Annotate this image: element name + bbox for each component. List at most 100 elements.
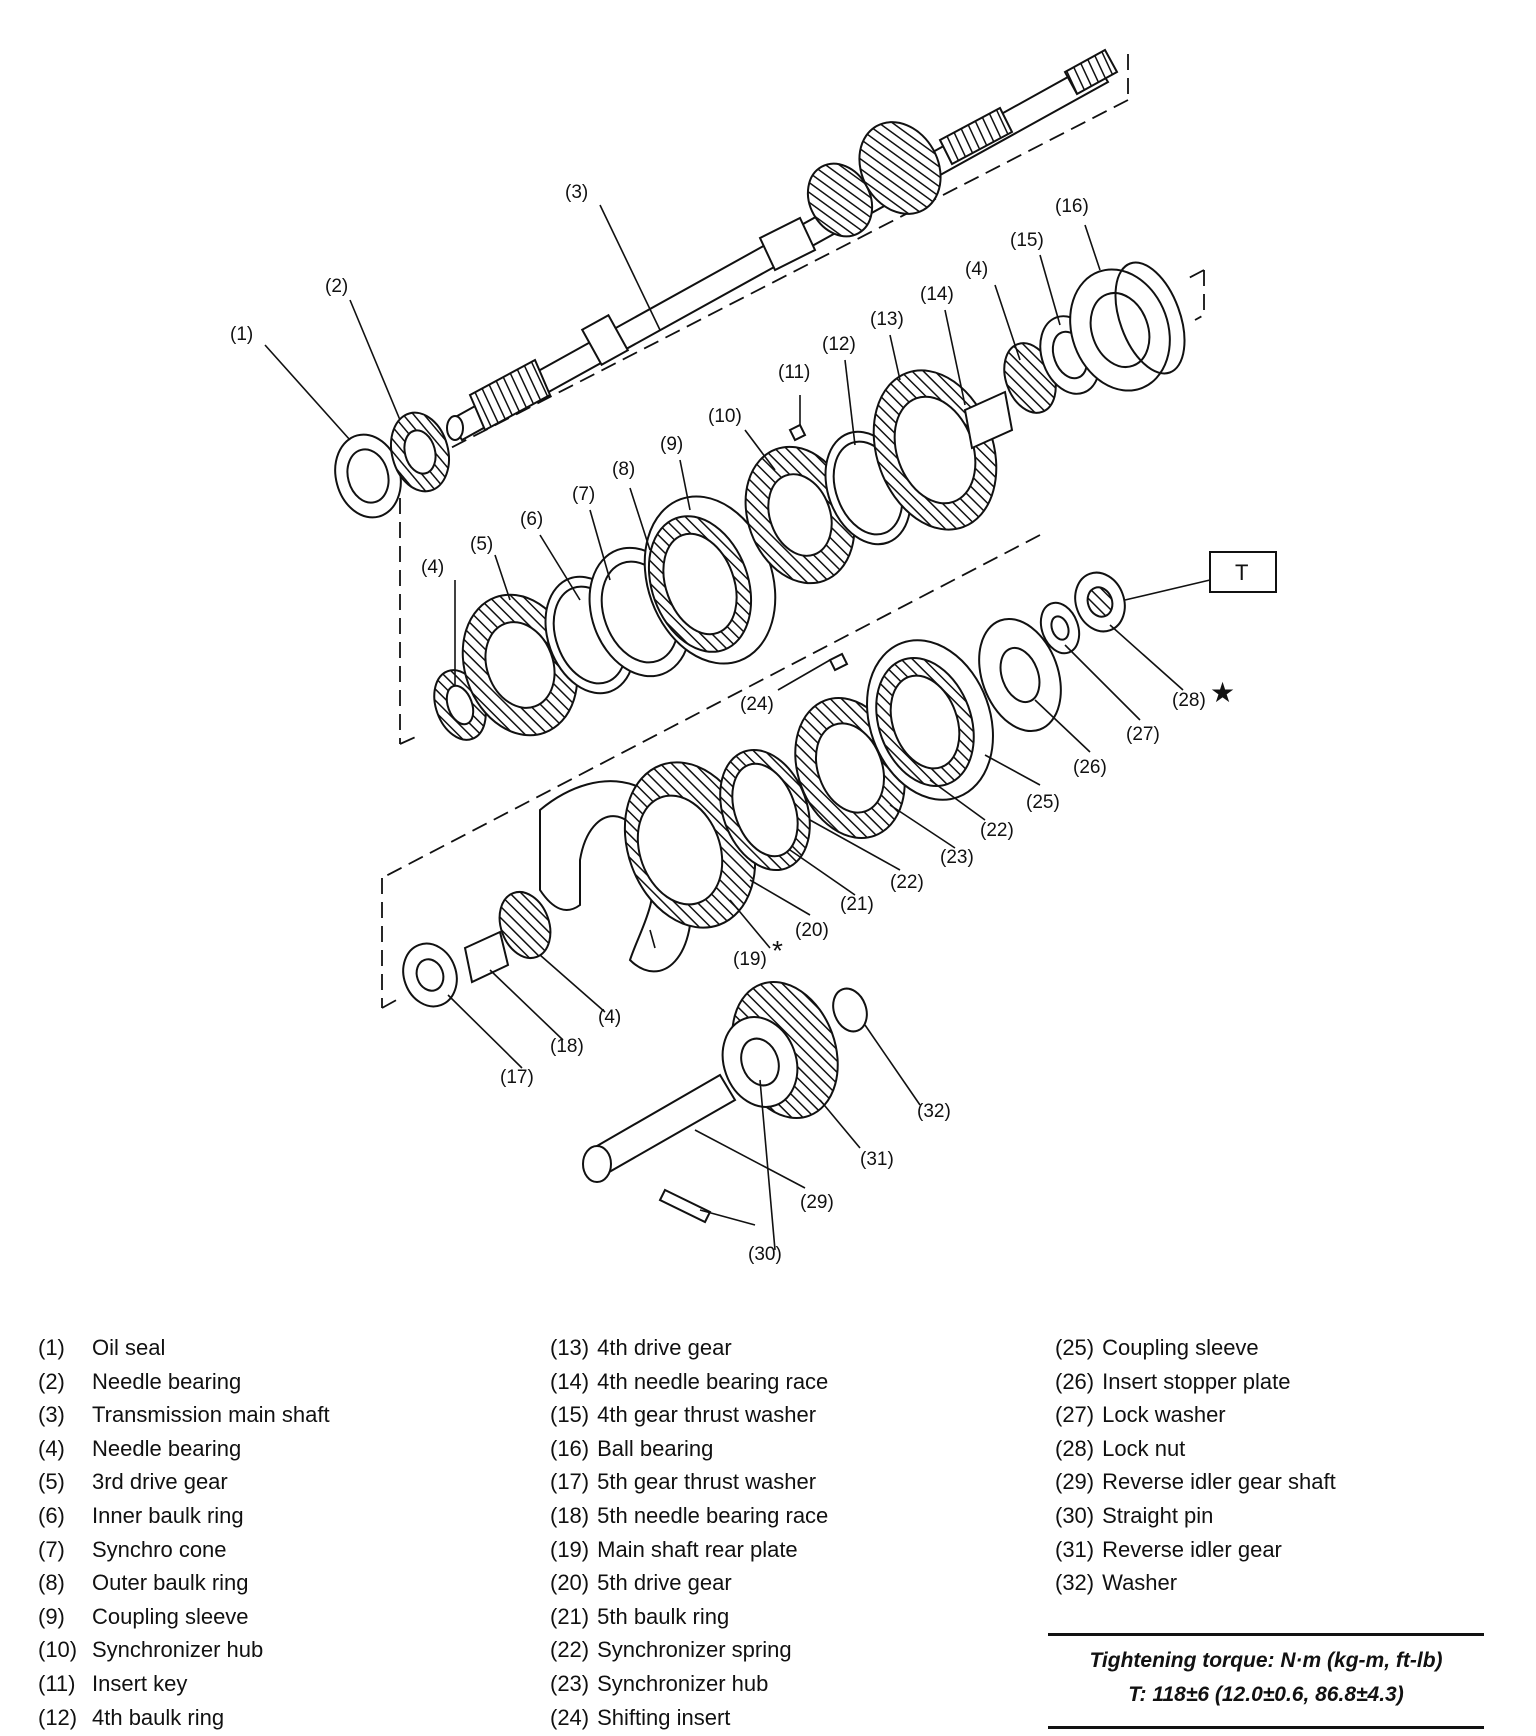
fourth-needle-bearing-race xyxy=(963,390,1014,450)
legend-item: (17)5th gear thrust washer xyxy=(550,1465,828,1499)
legend-item-name: Oil seal xyxy=(92,1335,166,1360)
legend-column-2: (13) 4th drive gear (14)4th needle bearing… xyxy=(550,1331,828,1734)
legend-item-name: Lock nut xyxy=(1102,1435,1186,1461)
callout-13: (13) xyxy=(870,309,904,330)
legend-item: (10) Synchronizer hub xyxy=(38,1633,330,1667)
callout-24: (24) xyxy=(740,694,774,715)
legend-item-name: 4th drive gear xyxy=(597,1335,732,1360)
legend-item: (7)Synchro cone xyxy=(38,1533,330,1567)
star-mark: ★ xyxy=(1210,677,1235,708)
exploded-view-diagram: (1) (2) (3) (4) (5) (6) (7) (8) (9) (10)… xyxy=(230,48,1277,1265)
legend-column-1: (1)Oil seal(2)Needle bearing(3)Transmiss… xyxy=(38,1331,330,1734)
callout-4b: (4) xyxy=(965,259,988,280)
legend-item: (18)5th needle bearing race xyxy=(550,1499,828,1533)
legend-item-number: (6) xyxy=(38,1502,65,1528)
legend-item: (1)Oil seal xyxy=(38,1331,330,1365)
legend-item: (11)Insert key xyxy=(38,1667,330,1701)
callout-20: (20) xyxy=(795,920,829,941)
legend-item-name: Main shaft rear plate xyxy=(597,1536,798,1562)
torque-marker-box xyxy=(1209,551,1277,593)
torque-value: T: 118±6 (12.0±0.6, 86.8±4.3) xyxy=(1128,1683,1404,1706)
lock-washer xyxy=(1039,601,1081,655)
callout-10: (10) xyxy=(708,406,742,427)
main-shaft xyxy=(446,48,1119,442)
legend-item-number: (32) xyxy=(1055,1570,1095,1596)
legend-item-name: 5th baulk ring xyxy=(597,1603,730,1629)
callout-32: (32) xyxy=(917,1101,951,1122)
legend-item: (3)Transmission main shaft xyxy=(38,1398,330,1432)
legend-item-number: (10) xyxy=(38,1637,78,1663)
legend-item: (27)Lock washer xyxy=(1055,1398,1336,1432)
legend-item-number: (5) xyxy=(38,1469,65,1495)
legend-item: (12)4th baulk ring xyxy=(38,1701,330,1735)
callout-labels: (1) (2) (3) (4) (5) (6) (7) (8) (9) (10)… xyxy=(230,182,1248,1265)
legend-item-number: (13) xyxy=(550,1335,590,1360)
legend-item: (19)Main shaft rear plate xyxy=(550,1533,828,1567)
callout-12: (12) xyxy=(822,334,856,355)
reverse-idler-gear-shaft xyxy=(582,1073,737,1183)
legend-item-name: Reverse idler gear xyxy=(1102,1536,1282,1562)
legend-item-number: (26) xyxy=(1055,1368,1095,1394)
torque-top-rule xyxy=(1048,1633,1484,1636)
callout-9: (9) xyxy=(660,434,683,455)
lock-nut xyxy=(1074,571,1126,633)
callout-30: (30) xyxy=(748,1244,782,1265)
legend-column-3: (25)Coupling sleeve(26)Insert stopper pl… xyxy=(1055,1331,1336,1600)
legend-item-number: (21) xyxy=(550,1603,590,1629)
legend-item: (30)Straight pin xyxy=(1055,1499,1336,1533)
legend-item: (20)5th drive gear xyxy=(550,1566,828,1600)
asterisk-mark: * xyxy=(772,935,783,966)
callout-28: (28) xyxy=(1172,690,1206,711)
legend-item-name: 5th needle bearing race xyxy=(597,1502,829,1528)
callout-4c: (4) xyxy=(598,1007,621,1028)
legend-item: (21) 5th baulk ring xyxy=(550,1600,828,1634)
legend-item-number: (15) xyxy=(550,1402,590,1428)
callout-6: (6) xyxy=(520,509,543,530)
legend-item-number: (4) xyxy=(38,1435,65,1461)
legend-item-name: Reverse idler gear shaft xyxy=(1102,1469,1336,1495)
callout-26: (26) xyxy=(1073,757,1107,778)
legend-item-name: Straight pin xyxy=(1102,1502,1214,1528)
needle-bearing-4c xyxy=(498,891,552,959)
assembly-frame-upper xyxy=(399,54,1205,745)
legend-item: (28)Lock nut xyxy=(1055,1432,1336,1466)
legend-item-number: (23) xyxy=(550,1670,590,1696)
torque-bottom-rule xyxy=(1048,1726,1484,1729)
torque-heading: Tightening torque: N·m (kg-m, ft-lb) xyxy=(1089,1649,1443,1672)
legend-item-name: Outer baulk ring xyxy=(92,1570,249,1596)
legend-item-number: (22) xyxy=(550,1637,590,1663)
legend-item-name: 5th gear thrust washer xyxy=(597,1469,817,1495)
legend-item: (5)3rd drive gear xyxy=(38,1465,330,1499)
legend-item: (29)Reverse idler gear shaft xyxy=(1055,1465,1336,1499)
legend-item-name: Inner baulk ring xyxy=(92,1502,244,1528)
legend-item: (32)Washer xyxy=(1055,1566,1336,1600)
needle-bearing-2 xyxy=(390,411,450,493)
callout-18: (18) xyxy=(550,1036,584,1057)
legend-item-name: Shifting insert xyxy=(597,1704,731,1730)
legend-item: (14)4th needle bearing race xyxy=(550,1365,828,1399)
oil-seal xyxy=(334,433,402,519)
tightening-torque-box: Tightening torque: N·m (kg-m, ft-lb) T: … xyxy=(1048,1633,1484,1729)
legend-item-name: Synchronizer spring xyxy=(597,1637,792,1663)
legend-item-number: (16) xyxy=(550,1435,590,1461)
legend-item-number: (20) xyxy=(550,1570,590,1596)
legend-item-name: Synchronizer hub xyxy=(92,1637,264,1663)
coupling-sleeve-9 xyxy=(643,495,777,665)
legend-item-name: 4th gear thrust washer xyxy=(597,1402,817,1428)
legend-item-number: (7) xyxy=(38,1536,65,1562)
assembly-frame-lower xyxy=(381,534,1041,1009)
callout-23: (23) xyxy=(940,847,974,868)
callout-21: (21) xyxy=(840,894,874,915)
legend-item-number: (31) xyxy=(1055,1536,1095,1562)
legend-item-name: Synchronizer hub xyxy=(597,1670,769,1696)
callout-17: (17) xyxy=(500,1067,534,1088)
shifting-insert xyxy=(828,652,849,672)
callout-22b: (22) xyxy=(890,872,924,893)
reverse-idler-gear xyxy=(721,981,839,1119)
legend-item: (6) Inner baulk ring xyxy=(38,1499,330,1533)
legend-item: (26)Insert stopper plate xyxy=(1055,1365,1336,1399)
callout-29: (29) xyxy=(800,1192,834,1213)
washer-32 xyxy=(832,987,868,1033)
legend-item-name: Lock washer xyxy=(1102,1402,1226,1428)
legend-item-number: (24) xyxy=(550,1704,590,1730)
